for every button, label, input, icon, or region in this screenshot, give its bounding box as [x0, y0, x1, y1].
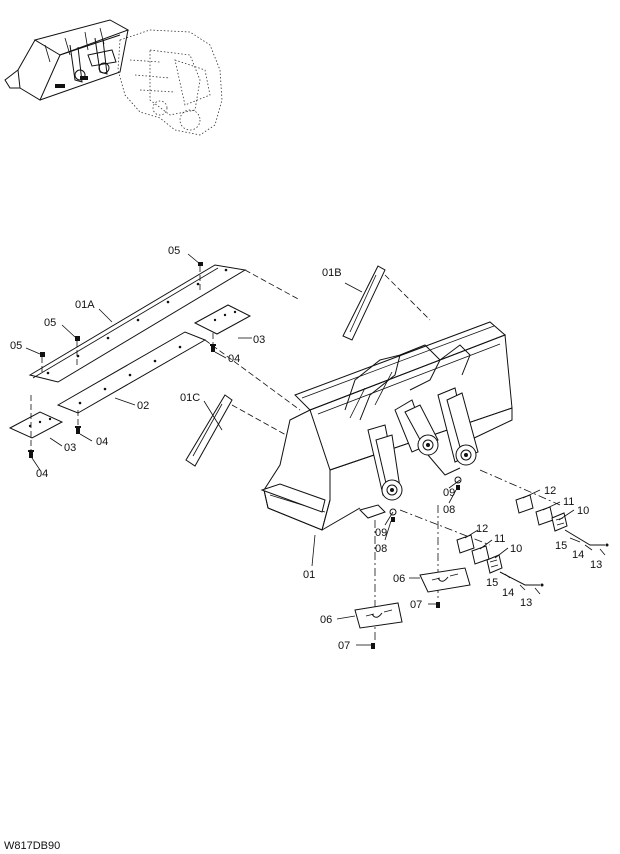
- part-05-bolt-left: [40, 352, 45, 357]
- part-07-bolt-lower: [371, 643, 375, 649]
- part-06-pad-upper: [419, 567, 471, 593]
- callout-10-right: 10: [577, 505, 589, 517]
- callout-01B: 01B: [322, 267, 342, 279]
- callout-08-upper: 08: [443, 504, 455, 516]
- callout-14-mid: 14: [502, 587, 514, 599]
- part-01C-side-plate: [185, 394, 233, 467]
- hinge-bracket-right: [437, 387, 479, 466]
- callout-15-right: 15: [555, 540, 567, 552]
- part-05-bolt-mid: [75, 336, 80, 341]
- part-01-bucket: [260, 321, 513, 531]
- part-08-bolt-upper: [456, 485, 460, 490]
- callout-01A: 01A: [75, 299, 95, 311]
- part-01B-side-plate: [342, 265, 386, 341]
- part-09-washer-upper: [454, 476, 462, 484]
- part-03-side-cutter-left: [8, 411, 64, 439]
- callout-06-upper: 06: [393, 573, 405, 585]
- callout-01C: 01C: [180, 392, 200, 404]
- assembly-centerlines: [374, 469, 561, 640]
- cutting-edge-assembly: [8, 262, 301, 458]
- callout-05-top: 05: [168, 245, 180, 257]
- callout-09-lower: 09: [375, 527, 387, 539]
- callout-07-lower: 07: [338, 640, 350, 652]
- part-08-bolt-lower: [391, 517, 395, 522]
- callout-10-mid: 10: [510, 543, 522, 555]
- hinge-bracket-center: [394, 399, 461, 476]
- part-03-side-cutter-right: [193, 304, 252, 335]
- callout-03-left: 03: [64, 442, 76, 454]
- callout-14-right: 14: [572, 549, 584, 561]
- callout-05-mid: 05: [44, 317, 56, 329]
- callout-04-left-b: 04: [36, 468, 48, 480]
- part-05-bolt-top: [198, 262, 203, 266]
- callout-01: 01: [303, 569, 315, 581]
- callout-03-right: 03: [253, 334, 265, 346]
- callout-12-right: 12: [544, 485, 556, 497]
- callout-06-lower: 06: [320, 614, 332, 626]
- callout-02: 02: [137, 400, 149, 412]
- callout-13-right: 13: [590, 559, 602, 571]
- callout-07-upper: 07: [410, 599, 422, 611]
- side-wear-plates: [185, 265, 431, 467]
- part-07-bolt-upper: [436, 602, 440, 608]
- leader-lines: [25, 253, 606, 646]
- callout-13-mid: 13: [520, 597, 532, 609]
- callout-04-right: 04: [228, 353, 240, 365]
- callout-05-left: 05: [10, 340, 22, 352]
- callout-09-upper: 09: [443, 487, 455, 499]
- callout-08-lower: 08: [375, 543, 387, 555]
- callout-labels: 05 01A 05 05 03 04 02 03 04 04 01B 01C 0…: [10, 245, 602, 652]
- hinge-bracket-left: [367, 424, 403, 501]
- callout-12-mid: 12: [476, 523, 488, 535]
- callout-11-mid: 11: [494, 533, 505, 545]
- drawing-code: W817DB90: [4, 840, 60, 852]
- overview-thumbnail: [4, 19, 223, 136]
- shim-group-mid: [456, 534, 544, 587]
- part-06-pad-lower: [354, 602, 403, 629]
- part-04-nut-left-a: [75, 426, 81, 434]
- part-09-washer-lower: [389, 508, 397, 516]
- callout-04-left-a: 04: [96, 436, 108, 448]
- callout-11-right: 11: [563, 496, 574, 508]
- callout-15-mid: 15: [486, 577, 498, 589]
